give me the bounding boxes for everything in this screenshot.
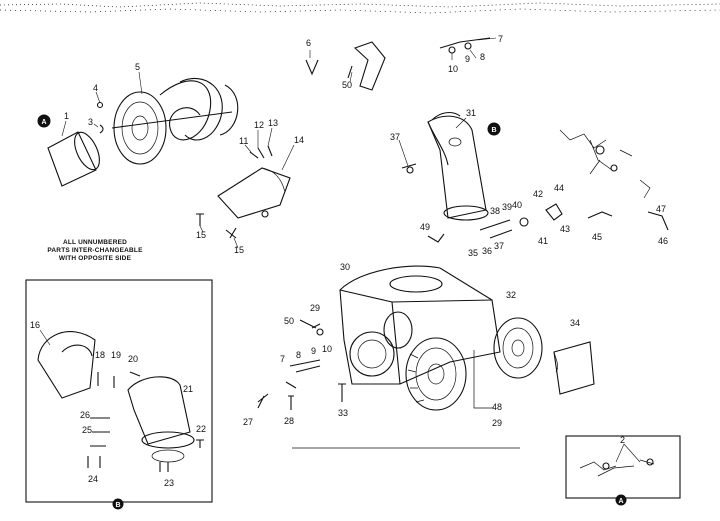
callout-29-top: 29: [310, 303, 320, 313]
interchangeable-note: ALL UNNUMBERED PARTS INTER-CHANGEABLE WI…: [47, 239, 143, 262]
callout-12: 12: [254, 120, 264, 130]
callout-31: 31: [466, 108, 476, 118]
callout-8-mid: 8: [296, 350, 301, 360]
ref-marker-a-bottom: A: [615, 494, 627, 506]
callout-18: 18: [95, 350, 105, 360]
callout-16: 16: [30, 320, 40, 330]
ref-marker-b-bottom: B: [112, 498, 124, 510]
ref-marker-a-top: A: [37, 114, 51, 128]
callout-23: 23: [164, 478, 174, 488]
auger-assembly: [47, 77, 291, 239]
note-line-2: PARTS INTER-CHANGEABLE: [47, 247, 143, 254]
callout-24: 24: [88, 474, 98, 484]
svg-text:B: B: [115, 502, 120, 509]
callout-6: 6: [306, 38, 311, 48]
callout-2: 2: [620, 435, 625, 445]
callout-41: 41: [538, 236, 548, 246]
callout-48: 48: [492, 402, 502, 412]
callout-26: 26: [80, 410, 90, 420]
callout-4: 4: [93, 83, 98, 93]
leader-lines: [39, 37, 641, 463]
discharge-chute: [401, 111, 489, 221]
callout-25: 25: [82, 425, 92, 435]
callout-19: 19: [111, 350, 121, 360]
callout-22: 22: [196, 424, 206, 434]
callout-20: 20: [128, 354, 138, 364]
callout-8-top: 8: [480, 52, 485, 62]
callout-50-top: 50: [342, 80, 352, 90]
svg-text:A: A: [618, 498, 623, 505]
callout-30: 30: [340, 262, 350, 272]
callout-10-top: 10: [448, 64, 458, 74]
callout-numbers: 1 2 3 4 5 6 7 8 9 10 11 12 13 14 15 15 1…: [30, 34, 668, 488]
callout-28: 28: [284, 416, 294, 426]
callout-39: 39: [502, 202, 512, 212]
callout-15-right: 15: [234, 245, 244, 255]
callout-40: 40: [512, 200, 522, 210]
callout-14: 14: [294, 135, 304, 145]
callout-32: 32: [506, 290, 516, 300]
note-line-1: ALL UNNUMBERED: [63, 239, 127, 246]
main-housing: [339, 265, 543, 411]
callout-50-mid: 50: [284, 316, 294, 326]
right-hardware-cluster: [427, 129, 669, 243]
callout-37-lower: 37: [494, 241, 504, 251]
callout-9-mid: 9: [311, 346, 316, 356]
callout-42: 42: [533, 189, 543, 199]
callout-47: 47: [656, 204, 666, 214]
svg-text:A: A: [41, 119, 46, 126]
lower-hardware: [257, 319, 520, 449]
callout-34: 34: [570, 318, 580, 328]
callout-35: 35: [468, 248, 478, 258]
callout-13: 13: [268, 118, 278, 128]
callout-44: 44: [554, 183, 564, 193]
callout-3: 3: [88, 117, 93, 127]
callout-11: 11: [239, 136, 248, 146]
top-small-parts: [305, 37, 491, 91]
callout-46: 46: [658, 236, 668, 246]
callout-7-mid: 7: [280, 354, 285, 364]
callout-36: 36: [482, 246, 492, 256]
scraper-bar-34: [553, 341, 595, 395]
callout-43: 43: [560, 224, 570, 234]
svg-text:B: B: [491, 127, 496, 134]
callout-10-mid: 10: [322, 344, 332, 354]
callout-5: 5: [135, 62, 140, 72]
note-line-3: WITH OPPOSITE SIDE: [59, 255, 132, 262]
callout-9-top: 9: [465, 54, 470, 64]
callout-37-upper: 37: [390, 132, 400, 142]
callout-21: 21: [183, 384, 193, 394]
callout-49: 49: [420, 222, 430, 232]
callout-27-main: 27: [243, 417, 253, 427]
callout-15-left: 15: [196, 230, 206, 240]
callout-1: 1: [64, 111, 69, 121]
callout-38: 38: [490, 206, 500, 216]
callout-33: 33: [338, 408, 348, 418]
callout-45: 45: [592, 232, 602, 242]
callout-7-top: 7: [498, 34, 503, 44]
inset-a: [565, 435, 681, 499]
top-noise-band: [0, 0, 720, 14]
callout-29-bottom: 29: [492, 418, 502, 428]
ref-marker-b-top: B: [487, 122, 501, 136]
